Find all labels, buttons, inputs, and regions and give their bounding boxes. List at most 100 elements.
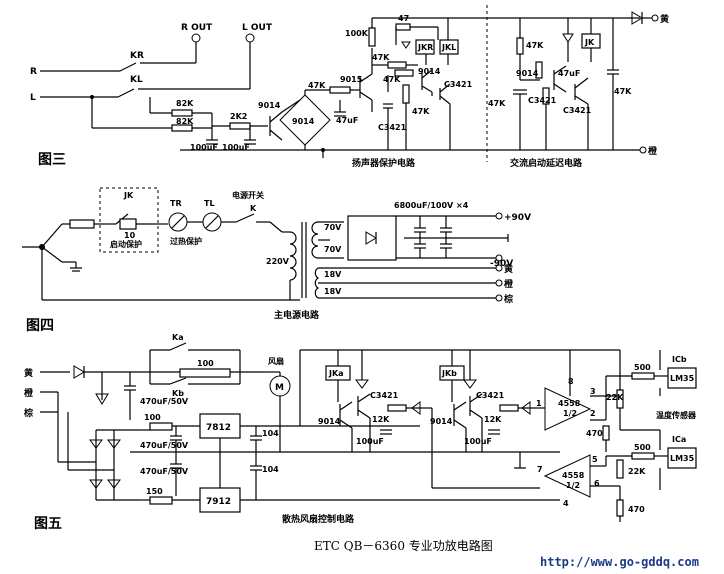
fig5-q-c3421-a: C3421 (370, 391, 399, 400)
fig5-q-c3421-b: C3421 (476, 391, 505, 400)
fig5-opamp-a-half: 1/2 (563, 409, 577, 418)
fig3-delay-cap-100uf: 47K (488, 99, 506, 108)
fig3-r-82k-a: 82K (176, 99, 194, 108)
fig4-section: 主电源电路 (274, 309, 320, 321)
fig5-sensor-icb: ICb (672, 355, 687, 364)
fig3-q-c3421: C3421 (444, 80, 473, 89)
fig5-pin-8: 8 (568, 377, 574, 386)
fig4-switch-k: K (250, 204, 257, 213)
fig3-r-47k-c: 47K (383, 75, 401, 84)
fig4-sec-70v-a: 70V (324, 223, 342, 232)
fig5-pin-3: 3 (590, 387, 596, 396)
fig3-out-r: R OUT (181, 23, 213, 33)
fig5-reg-7912: 7912 (206, 497, 231, 507)
fig5-r-22k-a: 22K (606, 393, 624, 402)
fig5-q-9014-b: 9014 (430, 417, 453, 426)
fig5-r-100: 100 (144, 413, 161, 422)
fig3-r-47k-a: 47K (308, 81, 326, 90)
fig5-r-22k-b: 22K (628, 467, 646, 476)
fig5-reg-7812: 7812 (206, 423, 231, 433)
fig5-relay-ka: Ka (172, 333, 184, 342)
fig4-sec-18v-b: 18V (324, 287, 342, 296)
fig5-fan-label: 风扇 (268, 356, 284, 366)
fig5-sensor-icb-model: LM35 (670, 374, 695, 383)
fig3-r-47k-b: 47K (372, 53, 390, 62)
fig3-section-delay: 交流启动延迟电路 (510, 157, 583, 169)
fig5-cap-104-a: 104 (262, 429, 279, 438)
fig4-main-power: JK 10 启动保护 TR TL 过热保护 电源开关 K 220V 70V 70… (22, 187, 531, 321)
fig3-delay-q-9014: 47uF (558, 69, 580, 78)
fig4-rail-pos: +90V (504, 213, 531, 223)
fig5-r-500-a: 500 (634, 363, 651, 372)
fig4-jk-label: JK (123, 191, 134, 200)
fig5-in-orange: 橙 (24, 387, 34, 399)
fig3-r-47: 47 (398, 14, 409, 23)
fig3-section-speaker: 扬声器保护电路 (352, 157, 416, 169)
fig5-pin-1: 1 (536, 399, 542, 408)
fig5-in-brown: 棕 (23, 407, 33, 419)
fig5-pin-2: 2 (590, 409, 596, 418)
fig4-jk-caption: 启动保护 (110, 239, 142, 249)
fig3-cap-100uf-a: 100uF (190, 143, 218, 152)
fig5-pin-4: 4 (563, 499, 569, 508)
fig3-relay-kl: KL (130, 75, 143, 85)
fig3-delay-q-c3421: C3421 (563, 106, 592, 115)
fig4-sec-70v-b: 70V (324, 245, 342, 254)
fig3-input-r: R (30, 67, 37, 77)
fig3-relay-jkl: JKL (441, 43, 456, 52)
fig4-tap-orange: 橙 (504, 278, 514, 290)
fig4-tap-yellow: 黄 (504, 263, 513, 275)
fig3-r-100k: 100K (345, 29, 369, 38)
fig5-q-9014-a: 9014 (318, 417, 341, 426)
fig4-thermal-caption: 过热保护 (170, 236, 202, 246)
fig5-opamp-a-model: 4558 (558, 399, 581, 408)
fig5-pin-7: 7 (537, 465, 543, 474)
fig3-delay-r-47k-a: 47K (526, 41, 544, 50)
fig4-switch-label: 电源开关 (232, 190, 264, 200)
fig5-opamp-b-half: 1/2 (566, 481, 580, 490)
fig3-q-9015: 9015 (340, 75, 363, 84)
fig4-tap-brown: 棕 (503, 293, 513, 305)
fig3-r-47k-d: 47K (412, 107, 430, 116)
fig3-ac-delay: 47K 9014 47K C3421 JK 47uF C3421 47K (460, 11, 669, 169)
fig3-speaker-protection: R L KR KL R OUT L OUT 82K 82K 100uF (30, 5, 640, 169)
fig5-cap-100uf-a: 100uF (356, 437, 384, 446)
fig5-section: 散热风扇控制电路 (282, 513, 355, 525)
fig5-fan-control: 黄 橙 棕 Ka 100 Kb (23, 333, 697, 525)
fig5-r-12k-a: 12K (372, 415, 390, 424)
fig4-thermal-tr: TR (170, 199, 182, 208)
fig5-fan-symbol: M (275, 383, 284, 393)
fig3-cap-47uf: C3421 (378, 123, 407, 132)
fig4-thermal-tl: TL (204, 199, 215, 208)
fig5-in-yellow: 黄 (24, 367, 33, 379)
fig3-relay-kr: KR (130, 51, 144, 61)
fig5-sensor-ica-model: LM35 (670, 454, 695, 463)
fig5-relay-jka: JKa (328, 369, 344, 378)
fig3-delay-r-47k-b: 9014 (516, 69, 539, 78)
fig5-cap-470-b: 470uF/50V (140, 441, 189, 450)
fig4-label: 图四 (26, 318, 54, 334)
fig3-delay-r-47k-c: C3421 (528, 96, 557, 105)
fig3-r-2k2: 2K2 (230, 112, 247, 121)
fig5-sensor-ica: ICa (672, 435, 686, 444)
fig5-cap-470-c: 470uF/50V (140, 467, 189, 476)
fig5-opamp-b-model: 4558 (562, 471, 585, 480)
fig4-rail-neg: -90V (490, 259, 513, 269)
fig5-r-100-top: 100 (197, 359, 214, 368)
fig3-relay-jk: JK (584, 38, 595, 47)
diagram-title: ETC QB－6360 专业功放电路图 (314, 538, 493, 553)
fig5-relay-kb: Kb (172, 389, 184, 398)
fig5-sensor-caption: 温度传感器 (656, 410, 697, 420)
fig3-input-l: L (30, 93, 36, 103)
fig3-r-82k-b: 82K (176, 117, 194, 126)
source-url: http://www.go-gddq.com (540, 555, 699, 569)
fig5-r-150: 150 (146, 487, 163, 496)
fig3-q-9014-b: 9014 (292, 117, 315, 126)
fig5-cap-470-a: 470uF/50V (140, 397, 189, 406)
fig5-label: 图五 (34, 516, 62, 532)
fig3-relay-jkr: JKR (417, 43, 433, 52)
fig4-mains-220v: 220V (266, 257, 290, 266)
fig5-relay-jkb: JKb (441, 369, 457, 378)
fig4-sec-18v-a: 18V (324, 270, 342, 279)
